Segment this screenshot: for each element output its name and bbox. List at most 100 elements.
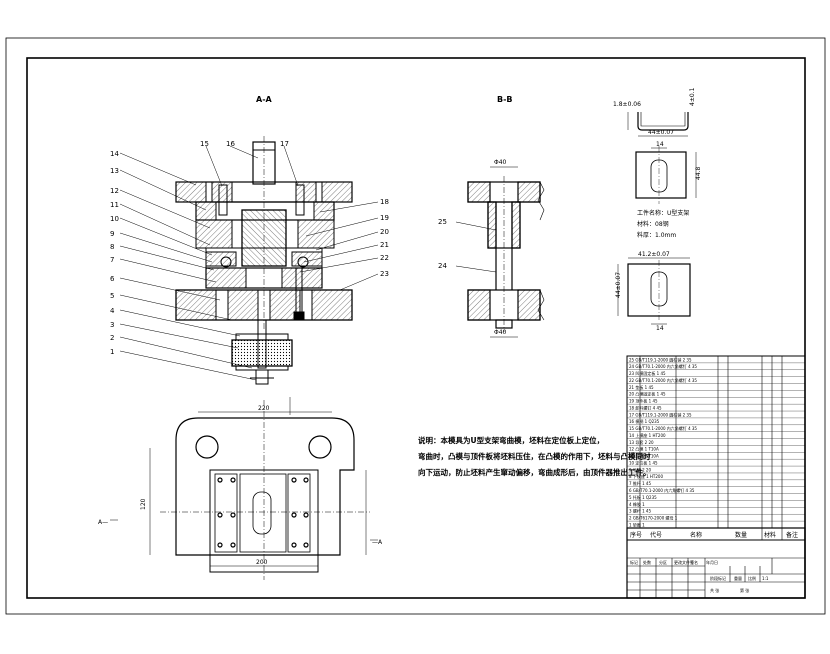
title-row1-b: 处数	[643, 559, 651, 565]
part-num-4: 4	[110, 307, 115, 315]
bom-header-code: 代号	[650, 531, 662, 539]
dim-blank-slot: 14	[656, 325, 664, 332]
bom-row: 11 凹模 1 T10A	[629, 453, 659, 459]
dim-plan-width: 220	[258, 405, 270, 412]
inner-border	[26, 57, 806, 599]
bom-row: 12 凸模 1 T10A	[629, 446, 659, 452]
bom-row: 18 卸料螺钉 4 45	[629, 404, 662, 410]
part-num-24: 24	[438, 262, 447, 270]
section-marker-right: —A	[372, 539, 383, 546]
part-num-18: 18	[380, 198, 389, 206]
plan-dimensions	[110, 397, 378, 567]
part-num-12: 12	[110, 187, 119, 195]
title-row1-f: 年月日	[706, 559, 718, 565]
part-num-15: 15	[200, 140, 209, 148]
bom-row: 16 模柄 1 Q235	[629, 418, 660, 424]
bom-header-no: 序号	[630, 531, 642, 539]
tech-note-line-3: 向下运动，防止坯料产生窜动偏移，弯曲成形后，由顶件器推出工件。	[418, 467, 651, 477]
bom-row: 17 GB/T119.1-2000 圆柱销 2 35	[629, 411, 692, 417]
bom-row: 5 托板 1 Q235	[629, 494, 657, 500]
section-aa-title: A-A	[256, 95, 273, 104]
bom-row: 3 螺杆 1 45	[629, 508, 651, 514]
blank-view	[617, 257, 691, 325]
part-num-25: 25	[438, 218, 447, 226]
bom-header-remark: 备注	[786, 531, 798, 539]
title-block-frame	[626, 527, 806, 599]
bom-row: 10 定位板 1 45	[629, 459, 658, 465]
dim-part-width: 44±0.07	[648, 129, 674, 136]
part-num-8: 8	[110, 243, 114, 251]
bom-row: 9 导柱 2 20	[629, 466, 651, 472]
bom-row: 4 橡胶 1	[629, 501, 645, 507]
bom-row: 25 GB/T119.1-2000 圆柱销 2 35	[629, 356, 692, 362]
part-num-14: 14	[110, 150, 119, 158]
part-num-1: 1	[110, 348, 114, 356]
dim-part-slot: 14	[656, 141, 664, 148]
title-row1-d: 更改文件号	[674, 559, 694, 565]
title-row1-e: 签名	[690, 559, 698, 565]
bom-row: 21 垫板 1 45	[629, 384, 654, 390]
bom-row: 8 下模座 1 HT200	[629, 473, 663, 479]
bom-row: 1 垫圈 1	[629, 521, 645, 527]
part-num-3: 3	[110, 321, 114, 329]
dim-part-top-b: 4±0.1	[689, 87, 696, 106]
bom-header-material: 材料	[764, 531, 776, 539]
dim-blank-height: 44±0.07	[615, 272, 622, 298]
part-num-6: 6	[110, 275, 115, 283]
section-aa	[175, 136, 353, 385]
title-row2-b: 重量	[734, 575, 742, 581]
section-bb	[455, 166, 545, 338]
workpiece-name: 工件名称：U型支架	[637, 209, 689, 217]
dim-part-height: 44.8	[695, 166, 702, 180]
dim-bottom-width: 200	[256, 559, 268, 566]
workpiece-material: 材料：08钢	[637, 220, 669, 228]
bom-row: 20 凸模固定板 1 45	[629, 391, 666, 397]
plan-view	[160, 400, 370, 580]
dim-bb-top: Φ40	[494, 159, 507, 166]
part-num-11: 11	[110, 201, 119, 209]
part-top-view	[635, 146, 697, 204]
part-num-9: 9	[110, 230, 114, 238]
section-marker-left: A—	[98, 519, 108, 526]
title-row1-a: 标记	[630, 559, 638, 565]
tech-note-line-2: 弯曲时，凸模与顶件板将坯料压住，在凸模的作用下，坯料与凸模同时	[418, 451, 651, 461]
dim-plan-height: 120	[140, 498, 147, 510]
part-num-7: 7	[110, 256, 114, 264]
part-num-5: 5	[110, 292, 114, 300]
part-num-20: 20	[380, 228, 389, 236]
title-scale: 1:1	[762, 576, 769, 581]
title-row1-c: 分区	[659, 559, 667, 565]
dim-blank-width: 41.2±0.07	[638, 251, 670, 258]
bom-header-name: 名称	[690, 531, 702, 539]
dim-bb-bottom: Φ40	[494, 329, 507, 336]
bom-row: 24 GB/T70.1-2000 内六角螺钉 4 35	[629, 363, 697, 369]
part-num-2: 2	[110, 334, 114, 342]
bom-row: 6 GB/T70.1-2000 内六角螺钉 4 35	[629, 487, 695, 493]
part-num-19: 19	[380, 214, 389, 222]
section-bb-title: B-B	[497, 95, 513, 104]
part-num-17: 17	[280, 140, 289, 148]
bom-row: 22 GB/T70.1-2000 内六角螺钉 4 35	[629, 377, 697, 383]
part-u-profile	[627, 112, 689, 137]
part-num-13: 13	[110, 167, 119, 175]
title-row2-c: 比例	[748, 575, 756, 581]
bom-row: 2 GB/T6170-2000 螺母 1	[629, 515, 678, 521]
bom-row: 13 导套 2 20	[629, 439, 654, 445]
bom-row: 7 推杆 1 45	[629, 480, 651, 486]
title-row3-b: 第 张	[740, 587, 749, 593]
tech-note-line-1: 说明：本模具为U型支架弯曲模，坯料在定位板上定位，	[418, 435, 604, 445]
bom-row: 23 凹模固定板 1 45	[629, 370, 666, 376]
title-row3-a: 共 张	[710, 587, 719, 593]
outer-border	[5, 37, 826, 615]
part-num-21: 21	[380, 241, 389, 249]
workpiece-thickness: 料厚：1.0mm	[637, 231, 676, 239]
bom-row: 19 顶件板 1 45	[629, 398, 658, 404]
title-row2-a: 阶段标记	[710, 575, 726, 581]
leaders-aa	[119, 145, 379, 381]
bom-row: 14 上模座 1 HT200	[629, 432, 666, 438]
part-num-16: 16	[226, 140, 235, 148]
bom-row-lines	[627, 362, 805, 522]
part-num-10: 10	[110, 215, 119, 223]
